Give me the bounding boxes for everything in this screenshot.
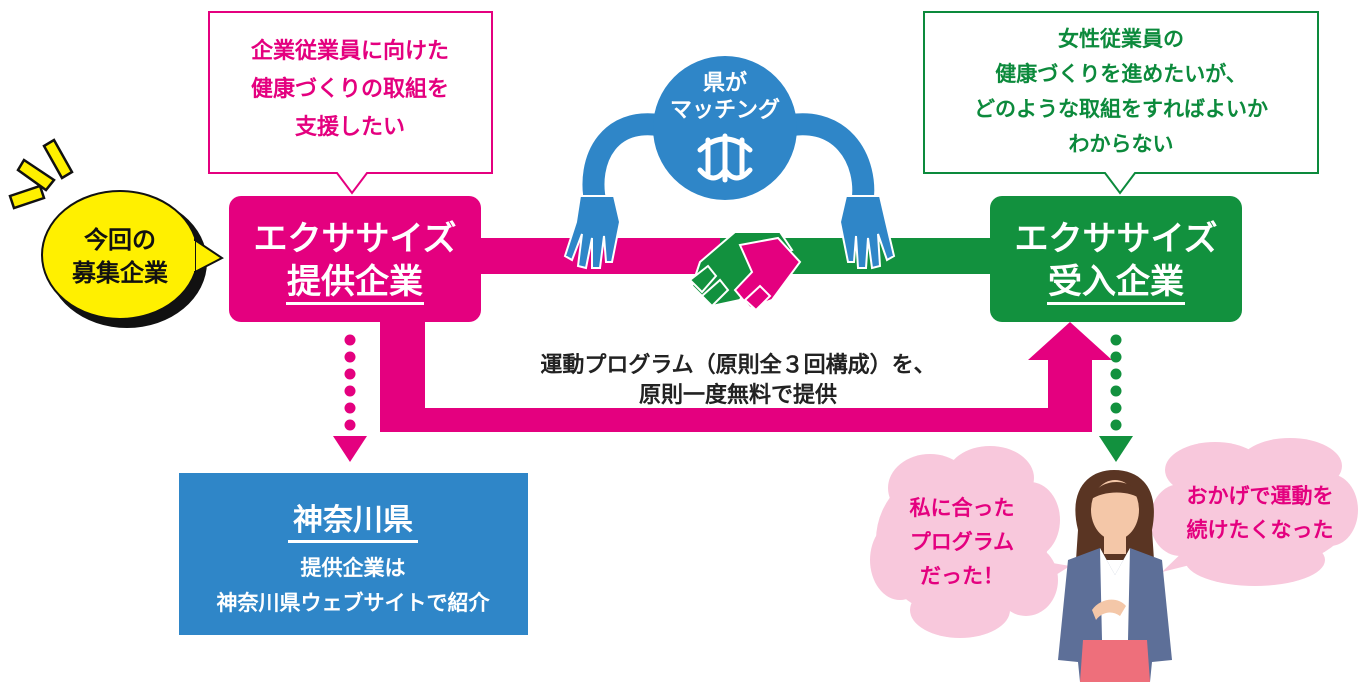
- recruit-badge: [41, 190, 224, 328]
- speech-cloud-right: [1150, 438, 1358, 586]
- provider-need-bubble: [208, 11, 493, 195]
- kanagawa-title-underline: [288, 540, 418, 543]
- provider-need-line-2: 健康づくりの取組を: [251, 76, 449, 102]
- recruit-badge-line-1: 今回の: [84, 226, 156, 254]
- receiver-need-bubble: [923, 11, 1319, 195]
- receiver-box-underline: [1047, 302, 1185, 305]
- speech-cloud-left: [870, 446, 1070, 638]
- employee-figure: [1058, 470, 1172, 682]
- provider-box-line-2: 提供企業: [287, 262, 423, 302]
- receiver-need-line-4: わからない: [1069, 132, 1174, 156]
- kanagawa-title: 神奈川県: [293, 503, 413, 538]
- provider-box-line-1: エクササイズ: [254, 219, 457, 259]
- speech-right-line-2: 続けたくなった: [1187, 518, 1334, 542]
- matching-line-1: 県が: [703, 70, 747, 96]
- recruit-badge-line-2: 募集企業: [71, 259, 168, 287]
- dotted-arrow-to-kanagawa: [333, 334, 367, 462]
- flow-text-line-1: 運動プログラム（原則全３回構成）を、: [540, 352, 935, 378]
- left-arm: [582, 113, 683, 216]
- kanagawa-box: [179, 473, 528, 635]
- provider-need-line-3: 支援したい: [295, 115, 405, 140]
- receiver-company-box: [990, 196, 1242, 322]
- attention-lines-icon: [8, 138, 74, 210]
- kanagawa-line-1: 提供企業は: [301, 556, 406, 580]
- speech-right-line-1: おかげで運動を: [1187, 484, 1334, 508]
- flow-text-line-2: 原則一度無料で提供: [639, 382, 837, 408]
- receiver-box-line-1: エクササイズ: [1015, 219, 1218, 259]
- left-hand-icon: [563, 195, 622, 270]
- matching-line-2: マッチング: [670, 97, 780, 123]
- provider-need-line-1: 企業従業員に向けた: [250, 38, 449, 64]
- flow-arrow: [380, 300, 1112, 432]
- receiver-need-line-2: 健康づくりを進めたいが、: [995, 62, 1247, 86]
- dotted-arrow-to-employee: [1099, 334, 1133, 462]
- receiver-need-line-3: どのような取組をすればよいか: [974, 97, 1268, 121]
- right-arm: [767, 113, 875, 216]
- matching-circle: [653, 56, 797, 200]
- speech-left-line-2: プログラム: [910, 530, 1014, 554]
- speech-left-line-3: だった！: [920, 564, 1004, 588]
- provider-box-underline: [286, 302, 424, 305]
- kanagawa-emblem-icon: [697, 133, 753, 183]
- kanagawa-line-2: 神奈川県ウェブサイトで紹介: [217, 591, 491, 615]
- receiver-box-line-2: 受入企業: [1048, 262, 1184, 302]
- receiver-need-line-1: 女性従業員の: [1058, 27, 1184, 51]
- speech-left-line-1: 私に合った: [910, 496, 1015, 520]
- handshake-icon: [688, 231, 802, 312]
- right-hand-icon: [838, 195, 896, 270]
- provider-company-box: [229, 196, 481, 322]
